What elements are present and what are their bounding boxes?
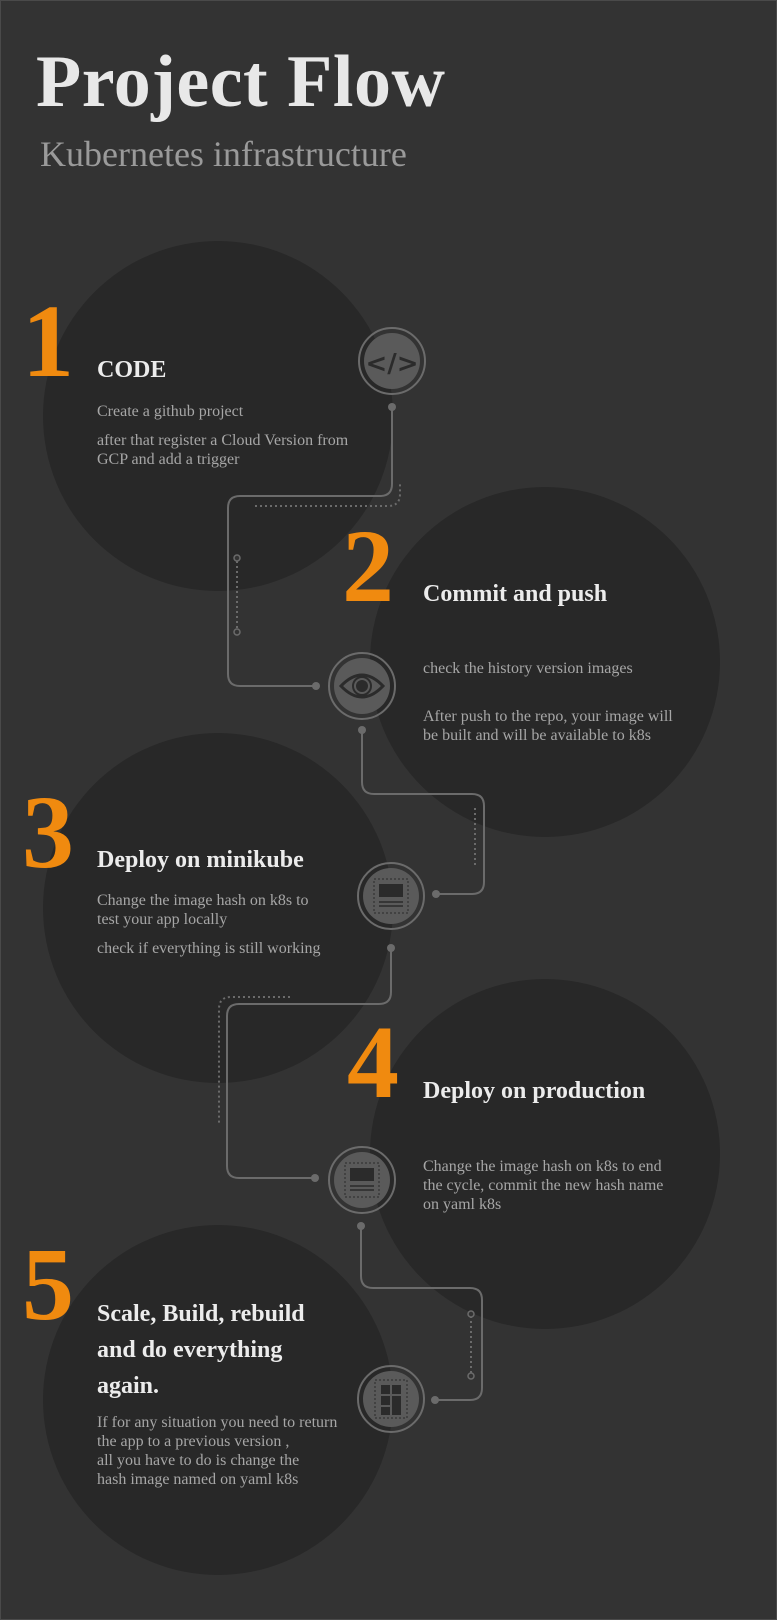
step-4-description: Change the image hash on k8s to end the …	[423, 1158, 664, 1213]
connector-1-2	[227, 408, 393, 687]
connector-dot	[431, 1396, 439, 1404]
connector-2-3	[361, 730, 485, 895]
step-3-title: Deploy on minikube	[97, 847, 304, 873]
connector-ring	[467, 1310, 475, 1318]
step-2-description: check the history version images	[423, 660, 633, 677]
step-5-circle	[43, 1225, 393, 1575]
step-1-number: 1	[22, 284, 74, 399]
connector-4-5	[360, 1226, 483, 1401]
page-subtitle: Kubernetes infrastructure	[40, 134, 407, 174]
connector-dot	[358, 726, 366, 734]
connector-dot	[432, 890, 440, 898]
connector-dot	[311, 1174, 319, 1182]
step-3-description: check if everything is still working	[97, 940, 321, 957]
step-1-description: after that register a Cloud Version from…	[97, 432, 349, 468]
eye-icon	[328, 652, 396, 720]
window-icon	[328, 1146, 396, 1214]
step-5-number: 5	[22, 1227, 74, 1342]
step-4-circle	[370, 979, 720, 1329]
svg-text:</>: </>	[365, 349, 418, 379]
step-4-number: 4	[347, 1005, 399, 1120]
step-2-number: 2	[342, 509, 394, 624]
connectors	[226, 408, 485, 1401]
page-title: Project Flow	[36, 41, 446, 123]
step-2-circle	[370, 487, 720, 837]
connector-dot	[387, 944, 395, 952]
connector-ring	[233, 628, 241, 636]
connector-ring	[233, 554, 241, 562]
step-1-circle	[43, 241, 393, 591]
step-3-description: Change the image hash on k8s to test you…	[97, 892, 309, 928]
connector-dot	[312, 682, 320, 690]
step-3-number: 3	[22, 775, 74, 890]
step-circles	[43, 241, 720, 1575]
connector-3-4	[226, 948, 392, 1179]
window-icon	[357, 862, 425, 930]
step-1-description: Create a github project	[97, 403, 244, 420]
grid-layout-icon	[357, 1365, 425, 1433]
step-1-title: CODE	[97, 357, 167, 383]
connector-dot	[357, 1222, 365, 1230]
step-3-circle	[43, 733, 393, 1083]
step-2-description: After push to the repo, your image will …	[423, 708, 673, 744]
dotted-accents	[218, 484, 476, 1374]
step-2-title: Commit and push	[423, 581, 608, 607]
connector-dots	[233, 403, 475, 1404]
step-5-description: If for any situation you need to return …	[97, 1414, 338, 1488]
code-icon: </>	[358, 327, 426, 395]
step-4-title: Deploy on production	[423, 1078, 646, 1104]
connector-ring	[467, 1372, 475, 1380]
step-5-title: Scale, Build, rebuild and do everything …	[97, 1301, 305, 1399]
connector-dot	[388, 403, 396, 411]
